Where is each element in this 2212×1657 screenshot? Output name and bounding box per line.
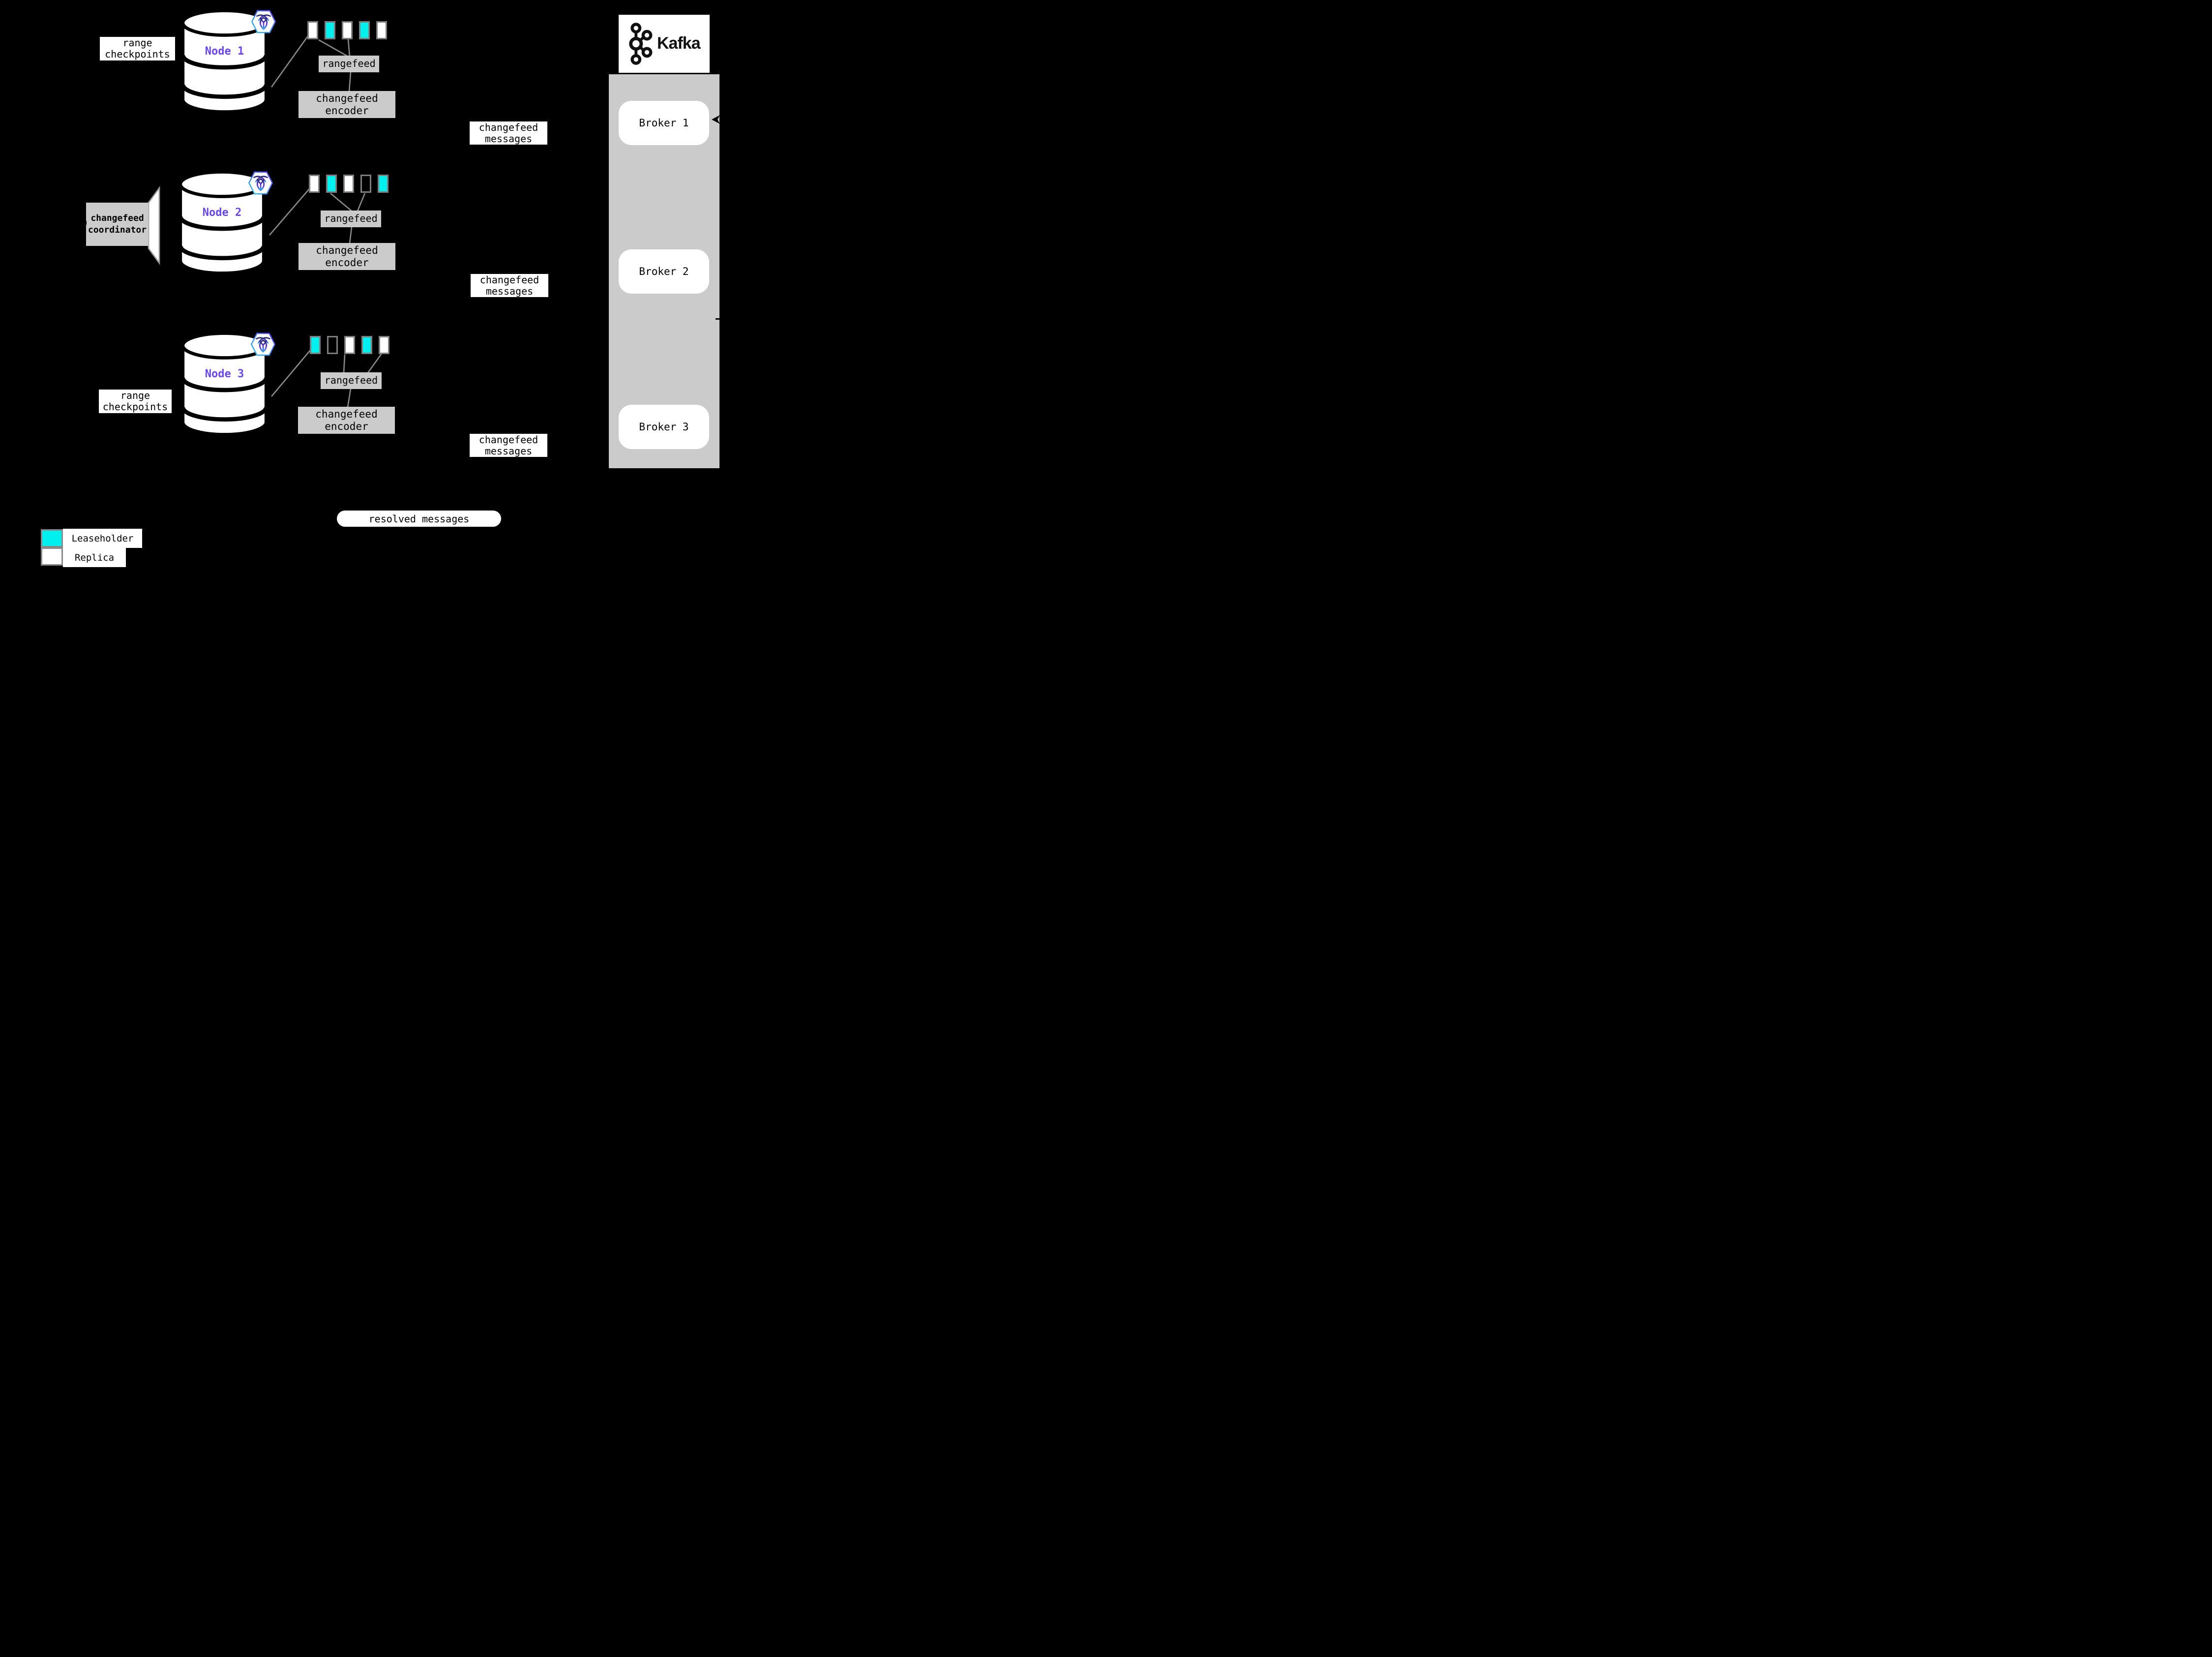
- changefeed-messages-label: changefeed messages: [471, 274, 548, 297]
- broker-label: Broker 3: [639, 421, 689, 433]
- connector-lines: [269, 35, 383, 408]
- connector-line: [349, 227, 353, 244]
- changefeed-messages-text: changefeed messages: [479, 273, 539, 297]
- changefeed-encoder-text: changefeed encoder: [316, 92, 378, 117]
- range-rect-leaseholder: [378, 175, 389, 193]
- node-label: Node 3: [205, 368, 244, 380]
- changefeed-encoder-text: changefeed encoder: [315, 408, 378, 432]
- changefeed-encoder-box: changefeed encoder: [299, 91, 395, 118]
- kafka-logo-box: Kafka: [619, 15, 710, 73]
- connector-line: [330, 193, 352, 211]
- connector-line: [271, 350, 311, 397]
- range-rect-replica: [379, 336, 389, 354]
- range-rect-leaseholder: [361, 336, 372, 354]
- broker-box: Broker 1: [619, 101, 709, 145]
- connector-line: [270, 35, 309, 88]
- changefeed-messages-text: changefeed messages: [478, 433, 538, 457]
- changefeed-messages-text: changefeed messages: [478, 121, 538, 145]
- changefeed-coordinator-box: changefeed coordinator: [86, 203, 149, 246]
- changefeed-messages-label: changefeed messages: [470, 434, 547, 457]
- connector-line: [343, 354, 346, 373]
- changefeed-messages-label: changefeed messages: [470, 121, 547, 145]
- coordinator-flag-fold: [148, 186, 160, 265]
- kafka-wordmark: Kafka: [657, 34, 701, 53]
- connector-line: [348, 72, 352, 92]
- range-rect-replica: [376, 21, 387, 39]
- cockroachdb-icon: [250, 330, 276, 359]
- database-cylinder: [180, 9, 269, 114]
- kafka-icon: [626, 21, 654, 66]
- changefeed-encoder-box: changefeed encoder: [298, 407, 395, 434]
- connector-line: [347, 39, 351, 57]
- range-strip: [309, 175, 389, 193]
- changefeed-coordinator-text: changefeed coordinator: [88, 212, 147, 235]
- range-rect-leaseholder: [326, 175, 337, 193]
- range-rect-leaseholder: [325, 21, 335, 39]
- range-rect-replica: [343, 175, 354, 193]
- range-strip: [310, 336, 389, 354]
- connector-line: [347, 389, 352, 408]
- connector-line: [318, 39, 349, 58]
- rangefeed-text: rangefeed: [324, 374, 378, 387]
- range-checkpoints-text: range checkpoints: [102, 390, 168, 413]
- cockroachdb-icon: [250, 7, 277, 36]
- legend-replica-label: Replica: [63, 548, 126, 567]
- range-checkpoints-label: range checkpoints: [100, 37, 175, 60]
- legend-leaseholder-label: Leaseholder: [63, 529, 142, 548]
- node-label: Node 2: [202, 207, 242, 219]
- rangefeed-box: rangefeed: [321, 372, 382, 389]
- range-rect-leaseholder: [359, 21, 370, 39]
- connector-line: [269, 188, 310, 236]
- changefeed-encoder-text: changefeed encoder: [316, 244, 378, 269]
- range-checkpoints-text: range checkpoints: [105, 37, 170, 60]
- rangefeed-box: rangefeed: [319, 56, 379, 72]
- connector-line: [357, 193, 366, 211]
- connector-line: [367, 353, 383, 373]
- range-rect-empty: [327, 336, 338, 354]
- changefeed-encoder-box: changefeed encoder: [299, 243, 395, 270]
- rangefeed-box: rangefeed: [321, 211, 381, 227]
- legend-leaseholder-text: Leaseholder: [71, 533, 134, 544]
- changefeed-architecture-diagram: range checkpoints Node 1 rangefeed: [0, 0, 771, 577]
- range-rect-leaseholder: [310, 336, 321, 354]
- broker-label: Broker 1: [639, 117, 689, 129]
- database-cylinder: [178, 170, 266, 275]
- legend-replica-swatch: [41, 547, 63, 566]
- rangefeed-text: rangefeed: [324, 212, 378, 225]
- cockroachdb-icon: [247, 169, 274, 197]
- range-rect-replica: [344, 336, 355, 354]
- node-label: Node 1: [205, 45, 244, 58]
- range-rect-replica: [309, 175, 320, 193]
- range-checkpoints-label: range checkpoints: [99, 390, 172, 413]
- legend-replica-text: Replica: [74, 552, 115, 563]
- broker-box: Broker 3: [619, 405, 709, 449]
- range-rect-empty: [360, 175, 371, 193]
- resolved-messages-text: resolved messages: [368, 512, 470, 525]
- resolved-messages-pill: resolved messages: [337, 511, 501, 527]
- range-rect-replica: [342, 21, 353, 39]
- broker-label: Broker 2: [639, 266, 689, 277]
- connector-layer: [148, 35, 383, 408]
- rangefeed-text: rangefeed: [322, 58, 376, 70]
- broker-box: Broker 2: [619, 249, 709, 294]
- legend-leaseholder-swatch: [41, 529, 63, 547]
- range-rect-replica: [307, 21, 318, 39]
- range-strip: [307, 21, 387, 39]
